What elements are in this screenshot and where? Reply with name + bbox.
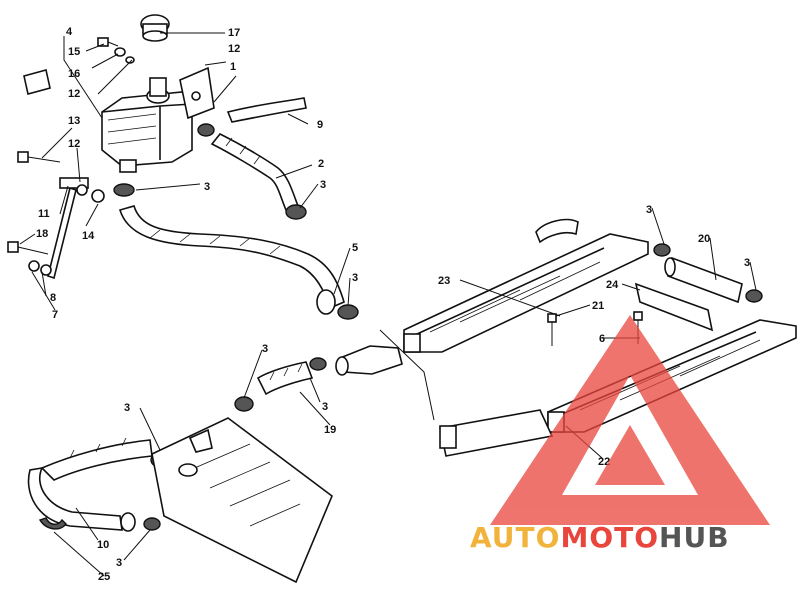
- callout-2: 2: [318, 158, 324, 170]
- callout-3-g: 3: [322, 401, 328, 413]
- callout-5: 5: [352, 242, 358, 254]
- screw: [97, 37, 119, 47]
- callout-7: 7: [52, 309, 58, 321]
- bottom-shield: [151, 417, 333, 584]
- callout-13: 13: [68, 115, 80, 127]
- watermark-text-auto: AUTO: [470, 521, 561, 554]
- callout-3-a: 3: [204, 181, 210, 193]
- triangle-mark-icon: [490, 315, 770, 525]
- callout-9: 9: [317, 119, 323, 131]
- watermark-text-moto: MOTO: [560, 521, 660, 554]
- callout-14: 14: [82, 230, 95, 242]
- upper-hose: [210, 132, 300, 211]
- callout-12-top: 12: [228, 43, 240, 55]
- coolant-tank: [101, 91, 193, 173]
- callout-19: 19: [324, 424, 336, 436]
- rear-hose: [664, 256, 743, 304]
- watermark-logo: [490, 315, 770, 525]
- main-hose: [118, 205, 345, 315]
- lower-hose: [27, 437, 153, 532]
- callout-3-c: 3: [352, 272, 358, 284]
- callout-3-i: 3: [116, 557, 122, 569]
- short-hose: [256, 361, 314, 396]
- callout-numbers: 17 12 1 4 15 16 12 9 13 12 2 3 3 11 14 1…: [36, 26, 750, 583]
- callout-4: 4: [66, 26, 73, 38]
- bolt-upper: [17, 151, 61, 163]
- callout-23: 23: [438, 275, 450, 287]
- hose-fittings: [178, 428, 213, 477]
- callout-11: 11: [38, 208, 50, 220]
- callout-18: 18: [36, 228, 48, 240]
- washer-stack: [28, 184, 105, 276]
- callout-3-f: 3: [262, 343, 268, 355]
- callout-10: 10: [97, 539, 109, 551]
- callout-3-b: 3: [320, 179, 326, 191]
- mounting-bracket: [179, 66, 215, 120]
- watermark-text-hub: HUB: [659, 521, 730, 554]
- sealant-tube: [535, 218, 579, 244]
- lower-clamp: [38, 517, 67, 530]
- callout-21: 21: [592, 300, 604, 312]
- filler-neck: [146, 77, 170, 104]
- callout-12-left: 12: [68, 88, 80, 100]
- callout-20: 20: [698, 233, 710, 245]
- callout-15: 15: [68, 46, 80, 58]
- watermark-text: AUTOMOTOHUB: [470, 522, 730, 554]
- callout-17: 17: [228, 27, 240, 39]
- leader-lines: [19, 32, 757, 577]
- bolt-21: [547, 313, 557, 346]
- bolt-lower: [7, 241, 49, 255]
- callout-16: 16: [68, 68, 80, 80]
- callout-25: 25: [98, 571, 110, 583]
- heat-exchanger-left: [403, 233, 649, 353]
- bracket-plate: [634, 282, 714, 332]
- callout-3-e: 3: [744, 257, 750, 269]
- callout-24: 24: [606, 279, 619, 291]
- callout-1: 1: [230, 61, 236, 73]
- callout-3-d: 3: [646, 204, 652, 216]
- callout-3-h: 3: [124, 402, 130, 414]
- callout-6: 6: [599, 333, 605, 345]
- callout-12-mid: 12: [68, 138, 80, 150]
- callout-8: 8: [50, 292, 56, 304]
- overflow-tube: [226, 97, 307, 123]
- gasket-pad: [23, 69, 51, 95]
- connector-fitting: [335, 345, 403, 376]
- support-rod: [47, 177, 89, 280]
- radiator-cap: [140, 14, 170, 42]
